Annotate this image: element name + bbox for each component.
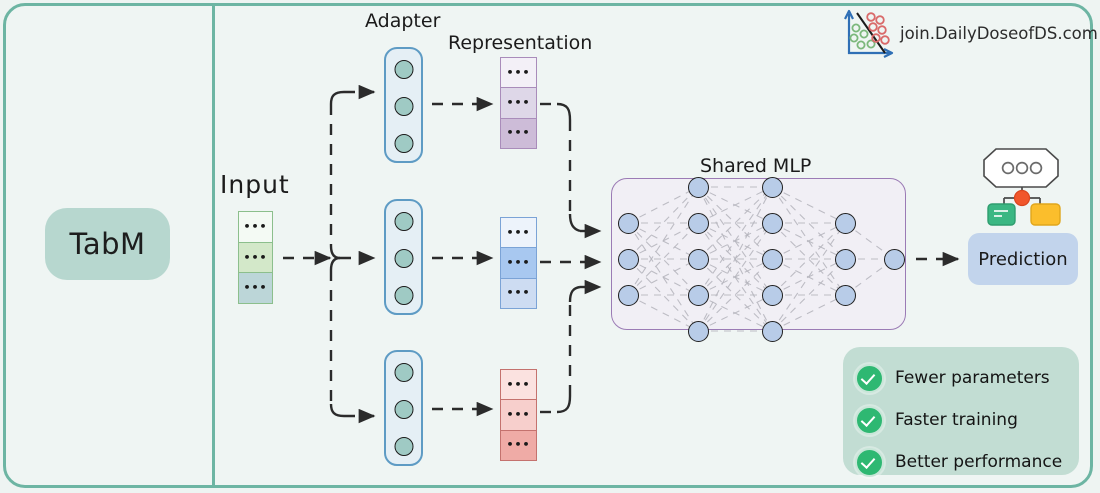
mlp-node-layer-3 bbox=[761, 212, 783, 234]
adapter-top bbox=[384, 47, 423, 163]
prediction-label: Prediction bbox=[978, 248, 1068, 270]
adapter-middle bbox=[384, 199, 423, 315]
mlp-node-layer-1 bbox=[617, 284, 639, 306]
representation-cell bbox=[500, 87, 537, 118]
representation-cell bbox=[500, 217, 537, 248]
adapter-title: Adapter bbox=[365, 10, 441, 32]
adapter-node bbox=[394, 97, 413, 116]
adapter-node bbox=[394, 437, 413, 456]
adapter-node bbox=[394, 212, 413, 231]
benefit-label: Fewer parameters bbox=[895, 368, 1050, 388]
mlp-node-layer-3 bbox=[761, 176, 783, 198]
adapter-node bbox=[394, 249, 413, 268]
mlp-node-layer-2 bbox=[687, 320, 709, 342]
representation-cell bbox=[500, 117, 537, 149]
representation-cell bbox=[500, 429, 537, 461]
input-block bbox=[238, 211, 273, 305]
check-circle-icon bbox=[855, 363, 884, 393]
mlp-node-layer-5 bbox=[883, 248, 905, 270]
benefits-card: Fewer parameters Faster training Better … bbox=[843, 347, 1079, 477]
decision-node-dot bbox=[1013, 189, 1031, 207]
bubble-dot bbox=[1001, 161, 1015, 175]
representation-cell bbox=[500, 399, 537, 430]
representation-purple bbox=[500, 57, 537, 149]
benefit-item: Fewer parameters bbox=[855, 357, 1079, 399]
green-card bbox=[987, 203, 1016, 226]
representation-title: Representation bbox=[448, 32, 593, 54]
benefit-label: Faster training bbox=[895, 410, 1018, 430]
adapter-node bbox=[394, 363, 413, 382]
shared-mlp-box bbox=[611, 178, 906, 330]
representation-blue bbox=[500, 217, 537, 309]
mlp-node-layer-3 bbox=[761, 248, 783, 270]
prediction-box: Prediction bbox=[968, 233, 1078, 285]
benefit-item: Faster training bbox=[855, 399, 1079, 441]
check-circle-icon bbox=[855, 405, 884, 435]
input-cell bbox=[238, 272, 273, 305]
panel-divider bbox=[212, 6, 215, 485]
representation-cell bbox=[500, 247, 537, 278]
decision-icon bbox=[976, 146, 1072, 226]
brand-chip-tabm: TabM bbox=[45, 208, 170, 280]
adapter-node bbox=[394, 400, 413, 419]
input-cell bbox=[238, 241, 273, 273]
representation-cell bbox=[500, 277, 537, 309]
brand-chip-label: TabM bbox=[69, 227, 146, 261]
adapter-node bbox=[394, 60, 413, 79]
scatter-plot-logo-icon bbox=[844, 9, 894, 58]
mlp-node-layer-1 bbox=[617, 212, 639, 234]
yellow-card bbox=[1030, 203, 1061, 226]
check-circle-icon bbox=[855, 447, 884, 477]
mlp-node-layer-4 bbox=[834, 284, 856, 306]
shared-mlp-title: Shared MLP bbox=[700, 155, 812, 177]
adapter-node bbox=[394, 134, 413, 153]
adapter-node bbox=[394, 286, 413, 305]
mlp-node-layer-2 bbox=[687, 176, 709, 198]
representation-red bbox=[500, 369, 537, 461]
bubble-dot bbox=[1015, 161, 1029, 175]
mlp-node-layer-4 bbox=[834, 248, 856, 270]
bubble-dot bbox=[1029, 161, 1043, 175]
mlp-node-layer-3 bbox=[761, 284, 783, 306]
input-title: Input bbox=[220, 170, 290, 199]
benefit-label: Better performance bbox=[895, 452, 1063, 472]
representation-cell bbox=[500, 369, 537, 400]
benefit-item: Better performance bbox=[855, 441, 1079, 483]
mlp-node-layer-3 bbox=[761, 320, 783, 342]
mlp-node-layer-2 bbox=[687, 284, 709, 306]
mlp-node-layer-1 bbox=[617, 248, 639, 270]
input-cell bbox=[238, 211, 273, 242]
adapter-bottom bbox=[384, 350, 423, 466]
mlp-node-layer-2 bbox=[687, 212, 709, 234]
watermark[interactable]: join.DailyDoseofDS.com bbox=[840, 8, 1098, 58]
representation-cell bbox=[500, 57, 537, 88]
speech-bubble-shape bbox=[983, 148, 1059, 188]
mlp-node-layer-2 bbox=[687, 248, 709, 270]
mlp-node-layer-4 bbox=[834, 212, 856, 234]
watermark-text: join.DailyDoseofDS.com bbox=[900, 23, 1098, 43]
